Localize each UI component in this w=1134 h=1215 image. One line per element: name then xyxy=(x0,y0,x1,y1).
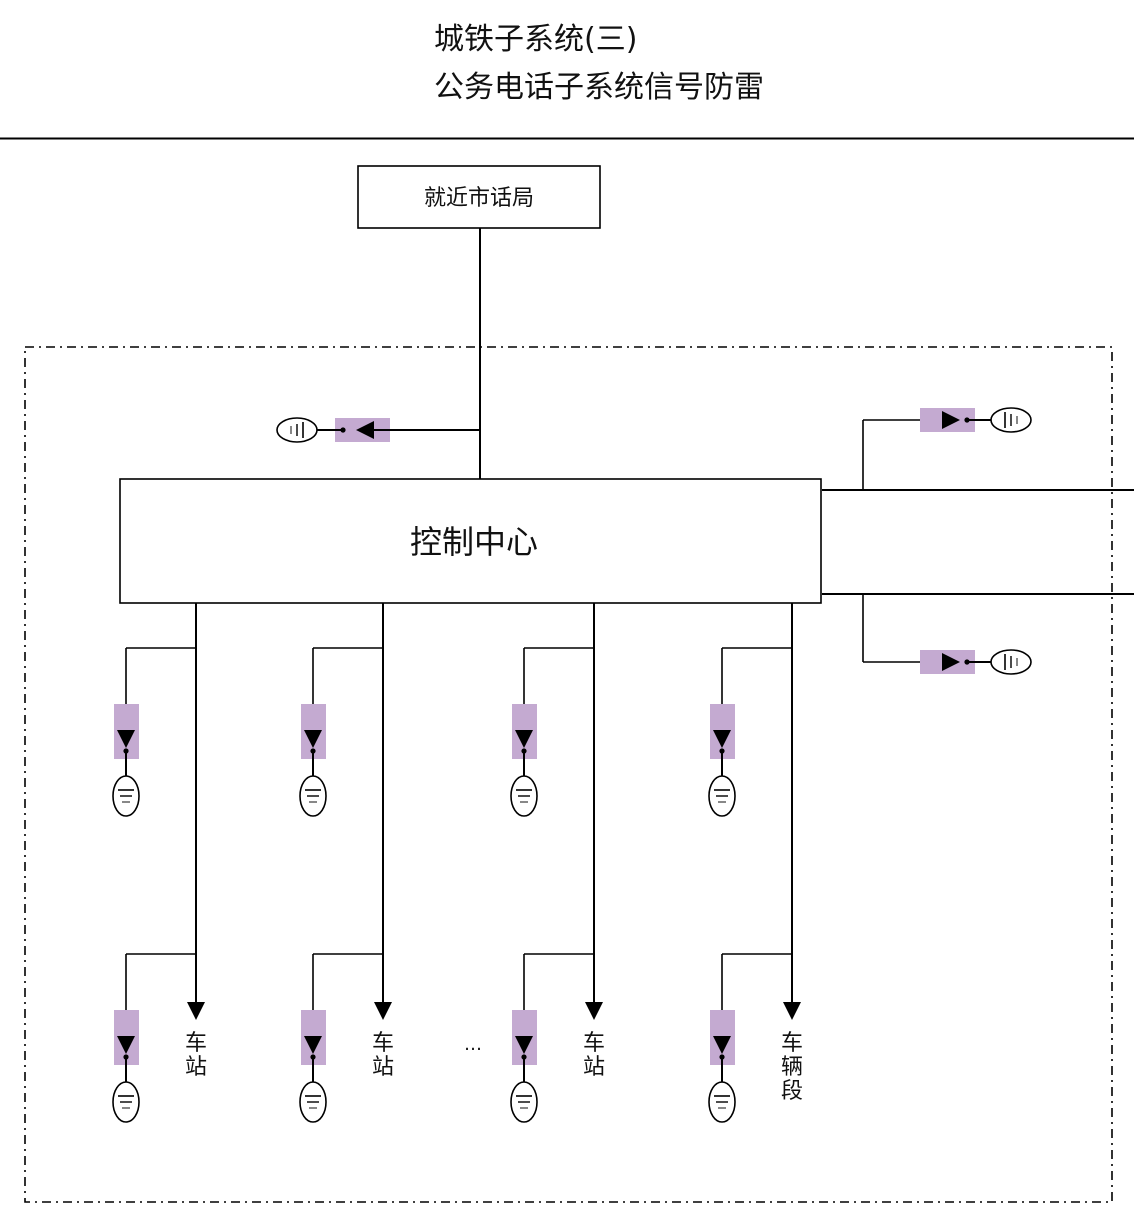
diagram-title-line1: 城铁子系统(三) xyxy=(434,22,638,57)
ground-symbol xyxy=(510,775,538,817)
branch-label-char: 车 xyxy=(781,1031,803,1056)
local-exchange-node: 就近市话局 xyxy=(357,165,601,229)
branch-label-char: 段 xyxy=(781,1079,803,1104)
arrow-head xyxy=(585,1002,603,1020)
ground-symbol xyxy=(510,1081,538,1123)
ground-symbol xyxy=(112,775,140,817)
ground-symbol xyxy=(990,649,1032,675)
local-exchange-label: 就近市话局 xyxy=(424,186,534,211)
ground-symbol xyxy=(708,775,736,817)
system-boundary xyxy=(24,346,1113,1203)
ground-symbol xyxy=(112,1081,140,1123)
branch-label-char: 站 xyxy=(185,1055,207,1080)
arrow-head xyxy=(304,1036,322,1054)
ground-symbol xyxy=(299,1081,327,1123)
ground-symbol xyxy=(276,417,318,443)
arrow-head xyxy=(117,730,135,748)
arrow-head xyxy=(942,653,960,671)
arrow-head xyxy=(117,1036,135,1054)
diagram-title-line2: 公务电话子系统信号防雷 xyxy=(434,70,764,105)
ground-symbol xyxy=(990,407,1032,433)
branch-label-char: 辆 xyxy=(781,1055,803,1080)
ground-symbol xyxy=(708,1081,736,1123)
arrow-head xyxy=(713,730,731,748)
branch-label-char: 车 xyxy=(372,1031,394,1056)
control-center-node: 控制中心 xyxy=(119,478,822,604)
arrow-head xyxy=(304,730,322,748)
control-center-label: 控制中心 xyxy=(410,523,538,561)
arrow-head xyxy=(515,1036,533,1054)
branch-label-char: 站 xyxy=(372,1055,394,1080)
arrow-head xyxy=(783,1002,801,1020)
arrow-head xyxy=(374,1002,392,1020)
arrow-head xyxy=(356,421,374,439)
ground-symbol xyxy=(299,775,327,817)
branch-label-char: 站 xyxy=(583,1055,605,1080)
ellipsis-more-stations: … xyxy=(464,1034,482,1055)
arrow-head xyxy=(187,1002,205,1020)
arrow-head xyxy=(942,411,960,429)
branch-label-char: 车 xyxy=(185,1031,207,1056)
arrow-head xyxy=(713,1036,731,1054)
arrow-head xyxy=(515,730,533,748)
branch-label-char: 车 xyxy=(583,1031,605,1056)
